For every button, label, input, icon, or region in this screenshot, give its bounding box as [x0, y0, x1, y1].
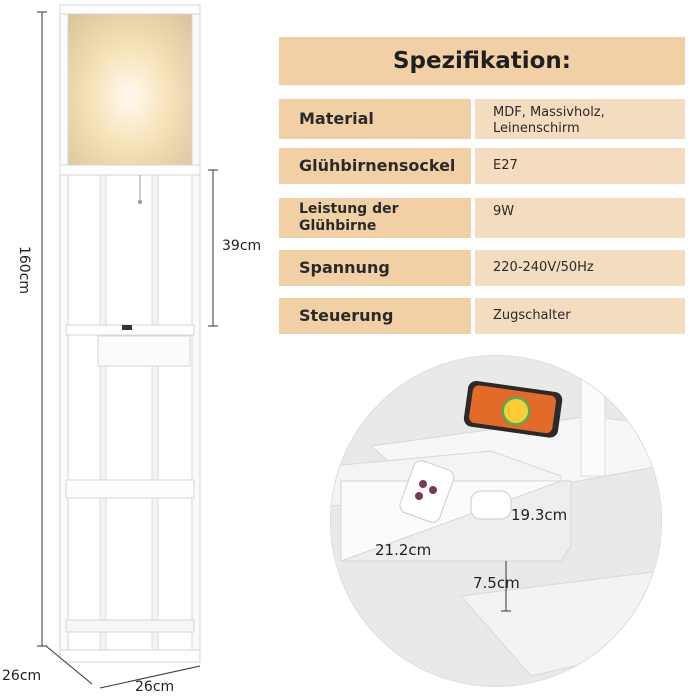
base-dimension-lines	[45, 645, 201, 689]
spec-row-control: Steuerung Zugschalter	[279, 298, 685, 334]
spec-row-socket: Glühbirnensockel E27	[279, 148, 685, 184]
spec-value: E27	[475, 148, 685, 184]
spec-key: Material	[279, 99, 471, 139]
height-dimension-line	[37, 11, 47, 647]
spec-row-voltage: Spannung 220-240V/50Hz	[279, 250, 685, 286]
spec-key: Leistung der Glühbirne	[279, 198, 471, 238]
spec-value: 220-240V/50Hz	[475, 250, 685, 286]
drawer-depth-label: 19.3cm	[511, 506, 568, 524]
width-label: 26cm	[135, 679, 175, 695]
drawer-closeup-image: 21.2cm 19.3cm 7.5cm	[330, 355, 662, 687]
spec-key: Glühbirnensockel	[279, 148, 471, 184]
spec-row-power: Leistung der Glühbirne 9W	[279, 198, 685, 238]
drawer-width-label: 21.2cm	[375, 541, 432, 559]
spec-value: 9W	[475, 198, 685, 238]
spec-key: Steuerung	[279, 298, 471, 334]
floor-lamp-image	[59, 4, 201, 663]
height-label: 160cm	[16, 245, 32, 295]
spec-row-material: Material MDF, Massivholz, Leinenschirm	[279, 99, 685, 139]
drawer-illustration	[331, 356, 661, 686]
drawer-height-label: 7.5cm	[473, 574, 520, 592]
spec-value: MDF, Massivholz, Leinenschirm	[475, 99, 685, 139]
spec-value: Zugschalter	[475, 298, 685, 334]
shelf-height-label: 39cm	[222, 238, 262, 254]
spec-key: Spannung	[279, 250, 471, 286]
depth-label: 26cm	[2, 668, 42, 684]
shelf-height-dimension-line	[208, 169, 218, 327]
spec-title: Spezifikation:	[279, 37, 685, 85]
